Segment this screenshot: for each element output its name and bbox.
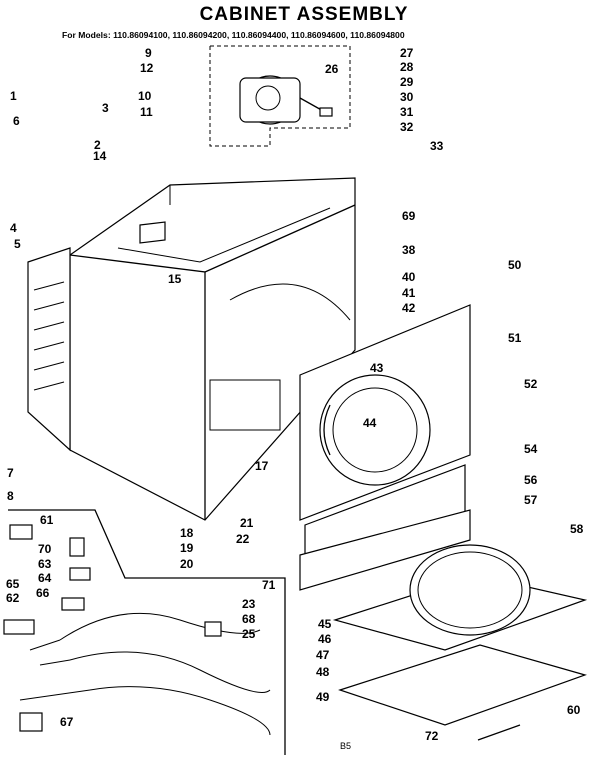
callout-6: 6 bbox=[13, 114, 20, 128]
callout-62: 62 bbox=[6, 591, 20, 605]
callout-38: 38 bbox=[402, 243, 416, 257]
callout-14: 14 bbox=[93, 149, 107, 163]
callout-26: 26 bbox=[325, 62, 339, 76]
wire-harness bbox=[3, 524, 271, 736]
callout-71: 71 bbox=[262, 578, 276, 592]
door-assembly bbox=[332, 544, 588, 741]
callout-15: 15 bbox=[168, 272, 182, 286]
callout-31: 31 bbox=[400, 105, 414, 119]
callout-70: 70 bbox=[38, 542, 52, 556]
callout-29: 29 bbox=[400, 75, 414, 89]
model-numbers: For Models: 110.86094100, 110.86094200, … bbox=[62, 30, 405, 40]
callout-23: 23 bbox=[242, 597, 256, 611]
callout-44: 44 bbox=[363, 416, 377, 430]
callout-60: 60 bbox=[567, 703, 581, 717]
callout-8: 8 bbox=[7, 489, 14, 503]
callout-57: 57 bbox=[524, 493, 538, 507]
callout-54: 54 bbox=[524, 442, 538, 456]
callout-63: 63 bbox=[38, 557, 52, 571]
callout-65: 65 bbox=[6, 577, 20, 591]
callout-33: 33 bbox=[430, 139, 444, 153]
callout-labels: 1 2 3 4 5 6 7 8 9 10 11 12 14 15 17 18 1… bbox=[6, 46, 584, 743]
callout-5: 5 bbox=[14, 237, 21, 251]
callout-56: 56 bbox=[524, 473, 538, 487]
callout-43: 43 bbox=[370, 361, 384, 375]
callout-46: 46 bbox=[318, 632, 332, 646]
callout-2: 2 bbox=[94, 138, 101, 152]
lower-panel bbox=[299, 509, 471, 591]
callout-47: 47 bbox=[316, 648, 330, 662]
callout-72: 72 bbox=[425, 729, 439, 743]
callout-42: 42 bbox=[402, 301, 416, 315]
cabinet-body bbox=[69, 177, 356, 521]
callout-48: 48 bbox=[316, 665, 330, 679]
callout-30: 30 bbox=[400, 90, 414, 104]
callout-58: 58 bbox=[570, 522, 584, 536]
callout-32: 32 bbox=[400, 120, 414, 134]
callout-7: 7 bbox=[7, 466, 14, 480]
inset-border bbox=[8, 509, 286, 755]
callout-18: 18 bbox=[180, 526, 194, 540]
callout-61: 61 bbox=[40, 513, 54, 527]
callout-68: 68 bbox=[242, 612, 256, 626]
callout-4: 4 bbox=[10, 221, 17, 235]
motor-group bbox=[209, 45, 351, 147]
callout-10: 10 bbox=[138, 89, 152, 103]
callout-64: 64 bbox=[38, 571, 52, 585]
callout-3: 3 bbox=[102, 101, 109, 115]
callout-27: 27 bbox=[400, 46, 414, 60]
callout-22: 22 bbox=[236, 532, 250, 546]
callout-1: 1 bbox=[10, 89, 17, 103]
callout-67: 67 bbox=[60, 715, 74, 729]
side-panel bbox=[27, 247, 71, 452]
callout-40: 40 bbox=[402, 270, 416, 284]
callout-21: 21 bbox=[240, 516, 254, 530]
callout-11: 11 bbox=[140, 105, 153, 119]
diagram-title: CABINET ASSEMBLY bbox=[199, 4, 409, 25]
callout-20: 20 bbox=[180, 557, 194, 571]
callout-17: 17 bbox=[255, 459, 269, 473]
callout-12: 12 bbox=[140, 61, 154, 75]
front-panel bbox=[299, 304, 471, 521]
page-code: B5 bbox=[340, 741, 352, 751]
callout-19: 19 bbox=[180, 541, 194, 555]
callout-66: 66 bbox=[36, 586, 50, 600]
callout-50: 50 bbox=[508, 258, 522, 272]
callout-51: 51 bbox=[508, 331, 522, 345]
callout-49: 49 bbox=[316, 690, 330, 704]
callout-28: 28 bbox=[400, 60, 414, 74]
callout-45: 45 bbox=[318, 617, 332, 631]
callout-69: 69 bbox=[402, 209, 416, 223]
callout-25: 25 bbox=[242, 627, 256, 641]
callout-41: 41 bbox=[402, 286, 416, 300]
callout-52: 52 bbox=[524, 377, 538, 391]
callout-9: 9 bbox=[145, 46, 152, 60]
